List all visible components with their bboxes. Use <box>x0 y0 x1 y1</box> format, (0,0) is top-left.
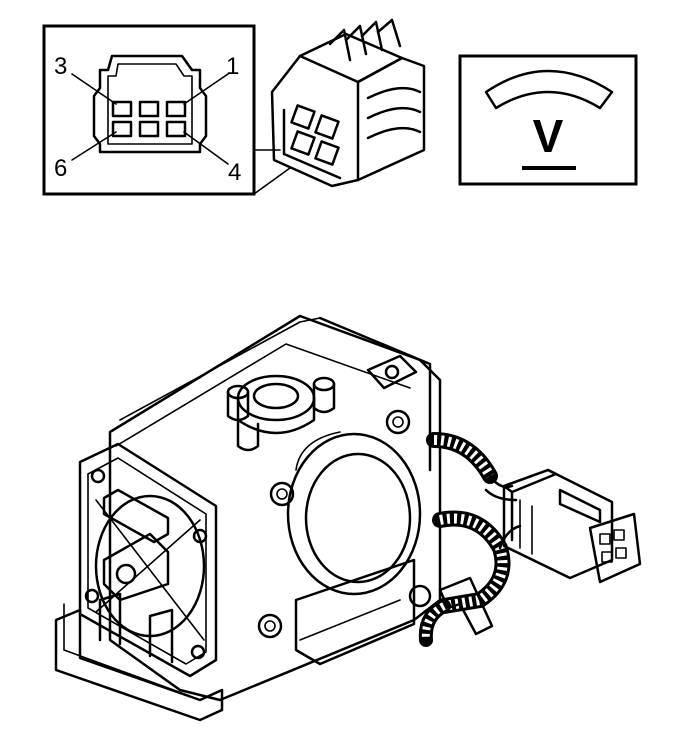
actuator-flange-plate <box>78 442 218 678</box>
throttle-bore-inner <box>304 452 412 584</box>
bolt-upper-right <box>385 409 411 435</box>
bolt-lower-left <box>257 613 283 639</box>
leader-pin-6 <box>71 131 117 161</box>
pin-label-3: 3 <box>54 53 67 80</box>
connector-housing-inner <box>107 63 193 145</box>
pin-cavity-5 <box>138 120 160 138</box>
harness-connector-latch <box>558 488 602 524</box>
top-boss-outer <box>236 374 316 422</box>
base-tab-2 <box>148 608 174 664</box>
shaft-lever <box>102 532 170 602</box>
top-boss-bore <box>252 382 300 410</box>
lower-loom-body <box>432 510 511 614</box>
post-right <box>312 382 336 414</box>
voltmeter-scale-arc-icon <box>484 69 614 110</box>
flange-screw-1 <box>90 468 106 484</box>
housing-top-seam <box>115 343 411 447</box>
throttle-bore-rim <box>286 432 422 596</box>
bolt-lower-right <box>408 584 432 608</box>
bolt-upper-left <box>269 481 295 507</box>
harness-clip <box>438 576 494 636</box>
base-tab-1 <box>98 592 122 646</box>
leader-pin-1 <box>183 73 229 105</box>
voltmeter-letter: V <box>533 110 564 162</box>
pin-cavity-4 <box>165 120 187 138</box>
face-cavity-1 <box>599 533 611 545</box>
pin-cavity-1 <box>165 100 187 118</box>
pin-label-4: 4 <box>228 159 241 186</box>
connector-face-detail: 3 1 6 4 <box>42 24 256 196</box>
pin-cavity-3 <box>111 100 133 118</box>
wire-upper <box>488 474 514 489</box>
pin-cavity-2 <box>138 100 160 118</box>
top-boss-wall <box>236 396 316 435</box>
plug-face-cavity-3 <box>290 130 316 156</box>
plug-face-cavity-2 <box>314 114 340 140</box>
throttle-body-assembly <box>54 314 442 722</box>
post-right-top <box>312 376 336 392</box>
lower-housing-block <box>294 558 416 666</box>
actuator-flange-inner <box>87 457 207 665</box>
lower-housing-seam <box>299 599 401 641</box>
actuator-slot <box>102 488 170 544</box>
flange-diagonal-1 <box>95 499 205 641</box>
housing-outline <box>108 314 442 702</box>
pin-label-6: 6 <box>54 155 67 182</box>
plug-wire-boot-1 <box>366 86 422 100</box>
mounting-lug-hole <box>384 364 400 380</box>
pin-label-1: 1 <box>226 53 239 80</box>
plug-face-rim <box>282 108 342 180</box>
flange-screw-4 <box>190 644 206 660</box>
harness-connector-face <box>588 512 642 584</box>
base-block-edge <box>63 603 191 697</box>
post-left-top <box>226 384 250 400</box>
plug-rib-1 <box>328 28 352 62</box>
base-block <box>54 608 224 722</box>
flange-screw-3 <box>84 588 100 604</box>
face-cavity-2 <box>613 529 625 541</box>
plug-wire-boot-3 <box>366 126 422 140</box>
plug-rib-3 <box>360 20 384 52</box>
connector-housing-outline <box>92 54 208 154</box>
callout-line-lower <box>253 167 291 195</box>
plug-rib-4 <box>376 18 402 48</box>
wiring-harness <box>418 432 522 647</box>
mounting-lug-top <box>366 354 418 390</box>
connector-plug-isometric <box>270 18 426 188</box>
wire-lower <box>498 524 522 550</box>
pin-cavities <box>111 100 187 138</box>
harness-connector <box>502 468 642 584</box>
voltmeter-symbol: V <box>458 54 638 186</box>
housing-top-edge <box>119 317 321 421</box>
throttle-bore-highlight <box>295 431 341 471</box>
voltmeter-frame <box>458 54 638 186</box>
plug-face-cavity-1 <box>290 104 316 130</box>
harness-connector-top <box>502 468 558 494</box>
bolts <box>257 409 432 639</box>
leader-pin-3 <box>71 73 117 105</box>
plug-face-cavity-4 <box>314 140 340 166</box>
housing-right-flange <box>318 316 432 472</box>
upper-loom-body <box>426 432 498 484</box>
shaft-hub <box>115 563 137 585</box>
plug-top-face <box>298 32 404 84</box>
leader-pin-4 <box>183 131 229 165</box>
face-cavity-3 <box>601 551 613 563</box>
loom-tail-corrugation <box>421 602 446 641</box>
plug-wire-boot-2 <box>366 106 422 120</box>
detail-frame <box>42 24 256 196</box>
post-front <box>236 418 260 452</box>
plug-side-face <box>356 56 426 182</box>
face-cavity-4 <box>615 547 627 559</box>
pin-cavity-6 <box>111 120 133 138</box>
plug-rib-2 <box>344 24 368 56</box>
